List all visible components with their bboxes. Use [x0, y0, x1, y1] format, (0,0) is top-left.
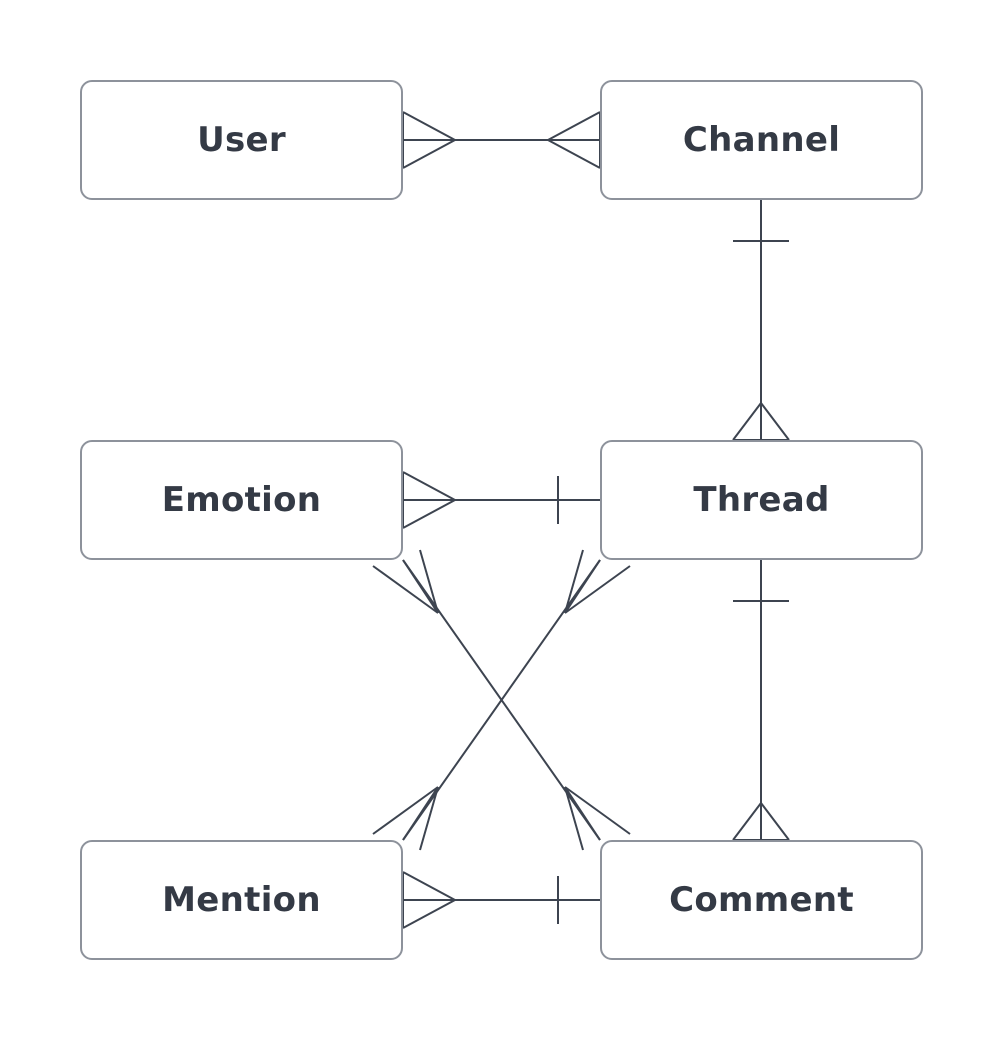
entity-label-channel: Channel: [682, 120, 841, 160]
entity-channel[interactable]: Channel: [600, 80, 923, 200]
entity-mention[interactable]: Mention: [80, 840, 403, 960]
relationship-mention-thread[interactable]: [372, 549, 631, 851]
crowfoot-thread-side: [732, 402, 790, 441]
crowfoot-user-side: [402, 111, 456, 169]
relationship-thread-comment[interactable]: [732, 560, 790, 841]
entity-label-thread: Thread: [693, 480, 830, 520]
entity-comment[interactable]: Comment: [600, 840, 923, 960]
entity-label-comment: Comment: [669, 880, 854, 920]
entity-label-mention: Mention: [162, 880, 321, 920]
entity-thread[interactable]: Thread: [600, 440, 923, 560]
relationship-mention-comment[interactable]: [402, 871, 600, 929]
edge-line-emotion-comment: [402, 559, 601, 841]
edge-line-mention-thread: [402, 559, 601, 841]
crowfoot-comment-top: [732, 802, 790, 841]
crowfoot-channel-side: [547, 111, 601, 169]
relationship-channel-thread[interactable]: [732, 200, 790, 441]
entity-emotion[interactable]: Emotion: [80, 440, 403, 560]
entity-user[interactable]: User: [80, 80, 403, 200]
crowfoot-mention-side: [402, 871, 456, 929]
relationship-emotion-comment[interactable]: [372, 549, 631, 851]
entity-label-emotion: Emotion: [161, 480, 322, 520]
relationship-user-channel[interactable]: [402, 111, 601, 169]
relationship-emotion-thread[interactable]: [402, 471, 600, 529]
entity-label-user: User: [197, 120, 286, 160]
crowfoot-emotion-side: [402, 471, 456, 529]
